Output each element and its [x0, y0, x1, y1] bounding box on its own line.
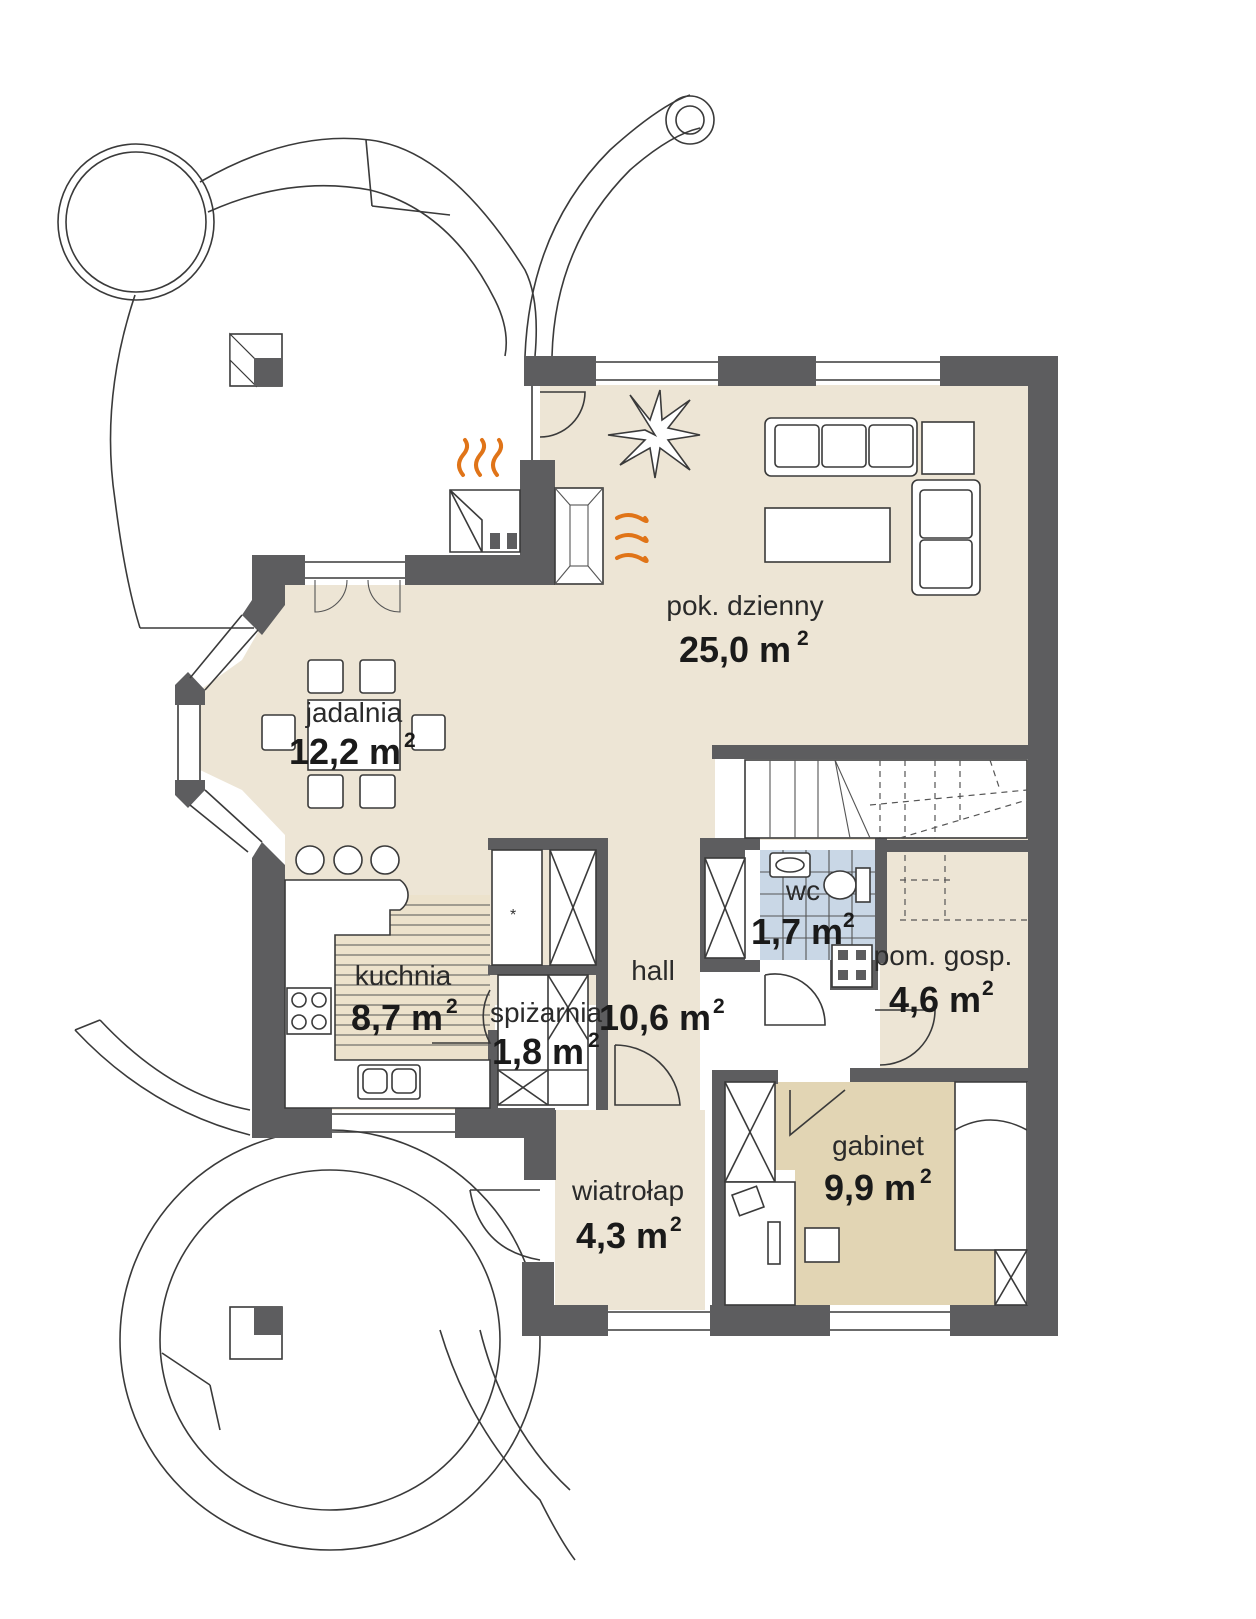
label-wc: wc 1,7 m 2 — [751, 875, 855, 952]
room-area: 25,0 m — [679, 629, 791, 670]
terrace-bottom — [74, 1019, 576, 1561]
label-jadalnia: jadalnia 12,2 m 2 — [289, 697, 416, 772]
room-name: pok. dzienny — [666, 590, 823, 621]
walls — [175, 356, 1058, 1336]
label-spizarnia: spiżarnia 1,8 m 2 — [490, 997, 602, 1072]
plant-icon — [607, 389, 701, 479]
room-name: spiżarnia — [490, 997, 602, 1028]
label-hall: hall 10,6 m 2 — [599, 955, 725, 1038]
study-chair — [804, 1227, 840, 1263]
stove-icon — [286, 987, 332, 1035]
room-area: 9,9 m — [824, 1167, 916, 1208]
room-unit: 2 — [588, 1029, 600, 1052]
sofa — [764, 417, 918, 477]
label-pok-dzienny: pok. dzienny 25,0 m 2 — [666, 590, 823, 670]
sofa-side — [911, 479, 981, 596]
room-name: gabinet — [832, 1130, 924, 1161]
svg-text:*: * — [510, 907, 516, 924]
garden-pillar-top — [229, 332, 283, 388]
label-kuchnia: kuchnia 8,7 m 2 — [351, 960, 458, 1038]
room-unit: 2 — [920, 1165, 932, 1188]
dining-table — [261, 659, 446, 809]
sink-icon — [357, 1064, 421, 1100]
room-unit: 2 — [404, 729, 416, 752]
stairs — [744, 759, 1028, 921]
kitchen-floor-stripes — [335, 895, 490, 1060]
coffee-table — [764, 507, 891, 563]
desk — [724, 1181, 796, 1306]
room-unit: 2 — [670, 1213, 682, 1236]
room-area: 8,7 m — [351, 997, 443, 1038]
pantry-shelf — [497, 974, 589, 1106]
study-wardrobe — [724, 1081, 776, 1183]
label-wiatrolap: wiatrołap 4,3 m 2 — [571, 1175, 684, 1256]
doors — [314, 391, 936, 1137]
room-name: wiatrołap — [571, 1175, 684, 1206]
room-area: 1,8 m — [492, 1031, 584, 1072]
armchair — [921, 421, 975, 475]
cabinet-x — [549, 849, 597, 966]
fireplace — [449, 487, 604, 585]
room-unit: 2 — [843, 909, 855, 932]
label-gabinet: gabinet 9,9 m 2 — [824, 1130, 932, 1208]
room-name: pom. gosp. — [874, 940, 1013, 971]
room-name: wc — [785, 875, 820, 906]
wc-tiles — [760, 850, 875, 960]
room-unit: 2 — [446, 995, 458, 1018]
boiler-icon — [831, 944, 873, 988]
room-area: 10,6 m — [599, 997, 711, 1038]
room-unit: 2 — [797, 627, 809, 650]
fridge: * — [491, 849, 543, 966]
room-name: jadalnia — [305, 697, 403, 728]
wc-fixtures — [769, 852, 871, 903]
room-area: 4,6 m — [889, 979, 981, 1020]
fireplace-heat-icon — [457, 438, 649, 563]
room-area: 12,2 m — [289, 731, 401, 772]
garden-pillar-bottom — [229, 1306, 283, 1360]
room-name: hall — [631, 955, 675, 986]
room-area: 4,3 m — [576, 1215, 668, 1256]
room-unit: 2 — [982, 977, 994, 1000]
terrace-top — [57, 94, 715, 629]
label-pom-gosp: pom. gosp. 4,6 m 2 — [874, 940, 1013, 1020]
room-name: kuchnia — [355, 960, 452, 991]
wardrobe-hall — [704, 857, 746, 959]
room-unit: 2 — [713, 995, 725, 1018]
room-area: 1,7 m — [751, 911, 843, 952]
study-bed — [954, 1081, 1028, 1306]
